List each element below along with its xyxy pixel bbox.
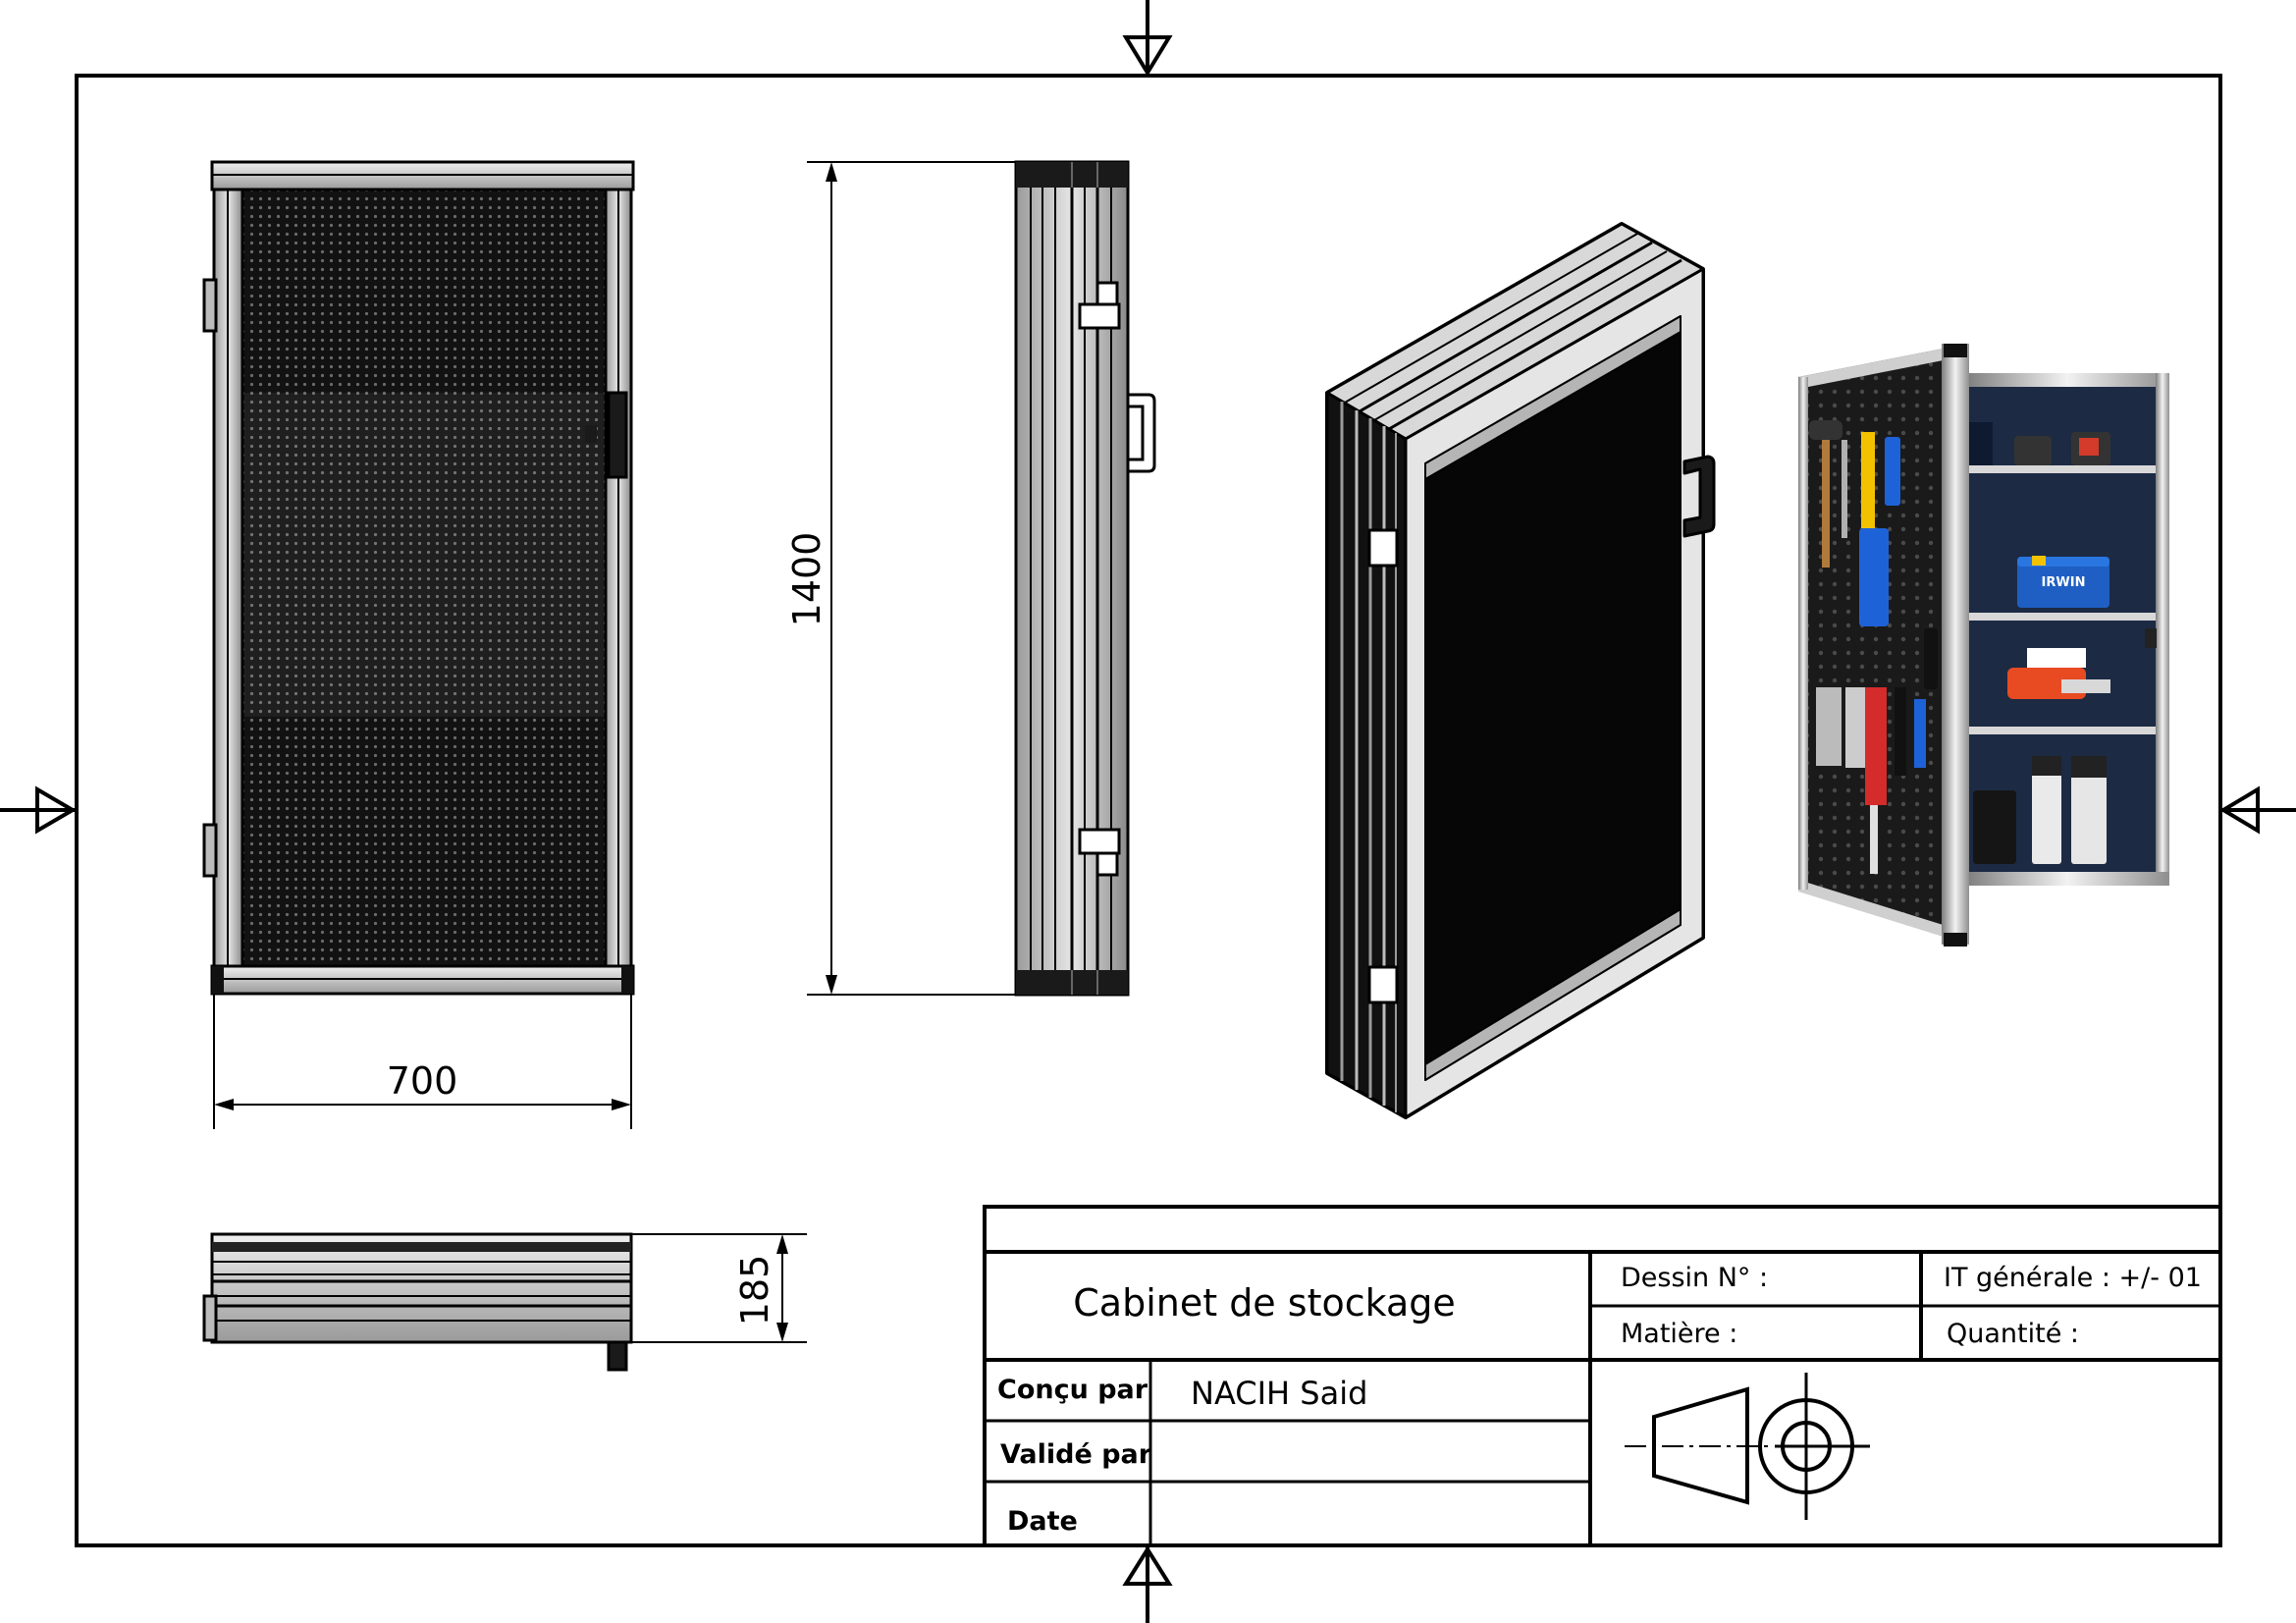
drawing-number-label: Dessin N° : xyxy=(1621,1263,1768,1293)
designed-by-label: Conçu par xyxy=(997,1375,1148,1405)
depth-dimension-label: 185 xyxy=(733,1255,776,1326)
handle xyxy=(607,1340,628,1372)
tolerance-label: IT générale : +/- 01 xyxy=(1944,1263,2202,1293)
date-label: Date xyxy=(1007,1506,1078,1537)
designed-by-value: NACIH Said xyxy=(1191,1375,1367,1412)
front-door-panel xyxy=(242,189,606,966)
photo-brand-label: IRWIN xyxy=(2042,575,2086,590)
handle xyxy=(1682,455,1716,538)
hinge xyxy=(202,278,218,333)
depth-dimension xyxy=(631,1233,807,1343)
projection-symbol-icon xyxy=(1625,1373,1870,1520)
width-dimension-label: 700 xyxy=(387,1059,458,1103)
width-dimension xyxy=(213,994,632,1129)
hinge xyxy=(1367,965,1399,1004)
drawing-title: Cabinet de stockage xyxy=(1073,1281,1455,1325)
side-view xyxy=(1014,160,1156,997)
hinge xyxy=(1078,828,1121,855)
top-view xyxy=(202,1232,633,1372)
material-label: Matière : xyxy=(1621,1319,1737,1349)
hinge xyxy=(1078,302,1121,330)
product-photo: IRWIN xyxy=(1798,344,2169,947)
title-block xyxy=(983,1205,2222,1547)
height-dimension xyxy=(807,161,1016,996)
validated-by-label: Validé par xyxy=(1000,1439,1152,1470)
handle xyxy=(1126,393,1156,473)
isometric-view xyxy=(1325,222,1716,1119)
hinge xyxy=(202,823,218,878)
height-dimension-label: 1400 xyxy=(785,532,828,627)
front-view xyxy=(202,160,635,996)
hinge xyxy=(1367,528,1399,568)
handle xyxy=(607,391,628,479)
quantity-label: Quantité : xyxy=(1947,1319,2079,1349)
